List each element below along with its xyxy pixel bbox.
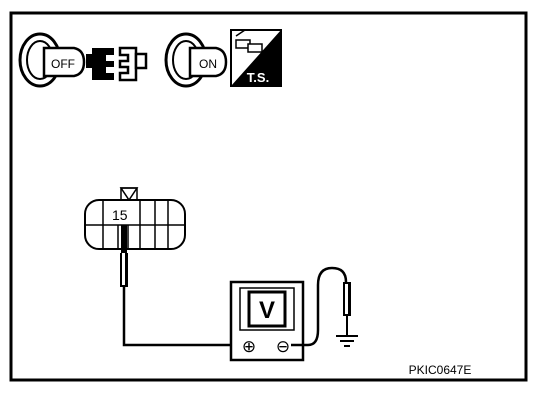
- terminal-label: 15: [112, 207, 128, 223]
- key-off-icon: OFF: [18, 32, 86, 88]
- positive-terminal-symbol: ⊕: [242, 337, 256, 356]
- harness-connector: 15: [84, 187, 186, 250]
- connector-disconnect-icon: [86, 46, 148, 82]
- negative-terminal-symbol: ⊖: [276, 337, 290, 356]
- key-off-label: OFF: [51, 57, 75, 71]
- voltmeter: V ⊕ ⊖: [229, 280, 305, 362]
- voltmeter-label: V: [259, 297, 275, 324]
- key-on-label: ON: [199, 57, 217, 71]
- diagram-frame: [9, 11, 528, 382]
- ts-label: T.S.: [247, 70, 269, 85]
- key-on-icon: ON: [164, 32, 228, 88]
- ground-icon: [336, 335, 358, 347]
- trouble-shooting-icon: T.S.: [230, 29, 282, 87]
- connector-lock-tab: [119, 187, 139, 202]
- figure-code: PKIC0647E: [409, 363, 472, 377]
- negative-probe: [291, 266, 351, 347]
- positive-probe: [120, 225, 245, 347]
